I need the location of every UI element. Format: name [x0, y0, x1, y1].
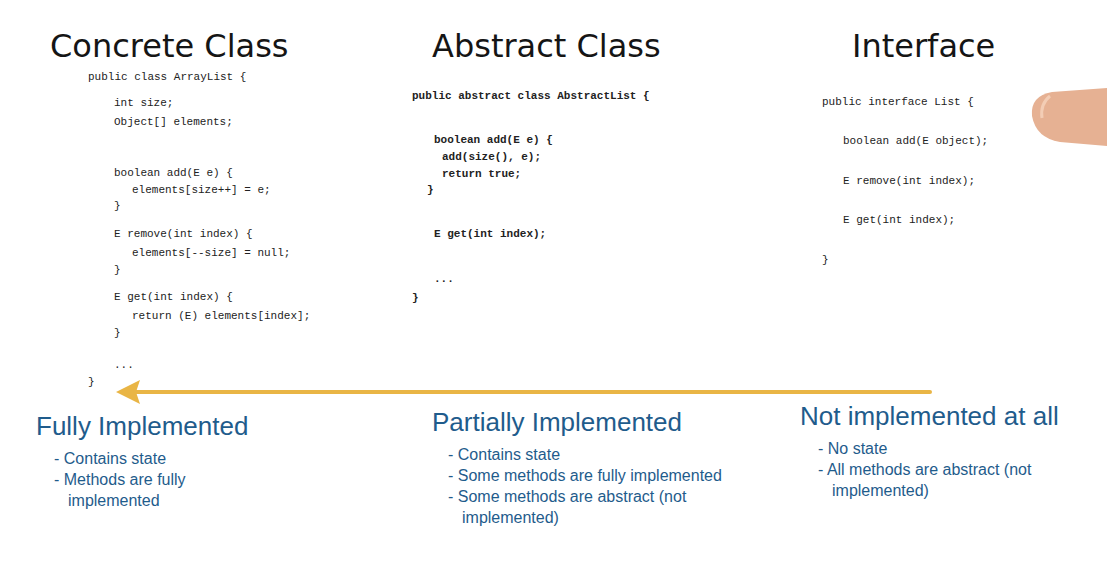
code-line: } — [412, 290, 419, 306]
code-line: } — [114, 325, 121, 341]
code-line: } — [88, 374, 95, 390]
arrow-head — [116, 380, 140, 404]
finger-nail — [1042, 96, 1050, 118]
code-line: add(size(), e); — [442, 149, 541, 165]
description-group: Fully Implemented - Contains state- Metho… — [36, 410, 266, 511]
direction-arrow — [132, 390, 930, 394]
description-heading: Fully Implemented — [36, 410, 266, 442]
code-line: public class ArrayList { — [88, 69, 246, 85]
description-group: Not implemented at all - No state- All me… — [800, 400, 1100, 501]
code-line: public abstract class AbstractList { — [412, 88, 650, 104]
code-line: boolean add(E e) { — [114, 165, 233, 181]
bullet-point: - Contains state — [54, 448, 244, 469]
column-title: Concrete Class — [50, 26, 289, 66]
code-line: E get(int index); — [434, 226, 546, 242]
description-heading: Partially Implemented — [432, 406, 772, 438]
bullet-point: - Contains state — [448, 444, 768, 465]
bullet-point: - No state — [818, 438, 1086, 459]
code-line: int size; — [114, 95, 173, 111]
code-line: } — [114, 198, 121, 214]
code-line: Object[] elements; — [114, 114, 233, 130]
code-line: } — [427, 182, 434, 198]
code-line: elements[--size] = null; — [132, 245, 290, 261]
code-line: E get(int index) { — [114, 289, 233, 305]
code-line: E remove(int index) { — [114, 226, 253, 242]
description-group: Partially Implemented- Contains state- S… — [432, 406, 772, 528]
finger — [1032, 88, 1107, 146]
code-line: public interface List { — [822, 94, 974, 110]
code-line: ... — [114, 357, 134, 373]
column-title: Abstract Class — [432, 26, 661, 66]
code-line: ... — [434, 271, 454, 287]
description-heading: Not implemented at all — [800, 400, 1100, 432]
bullet-list: - Contains state- Methods are fully impl… — [54, 448, 244, 511]
bullet-point: - Methods are fully implemented — [54, 469, 244, 511]
bullet-list: - No state- All methods are abstract (no… — [818, 438, 1086, 501]
bullet-list: - Contains state- Some methods are fully… — [448, 444, 768, 528]
code-line: return (E) elements[index]; — [132, 308, 310, 324]
bullet-point: - All methods are abstract (not implemen… — [818, 459, 1086, 501]
code-line: boolean add(E object); — [843, 133, 988, 149]
code-line: E get(int index); — [843, 212, 955, 228]
code-line: boolean add(E e) { — [434, 132, 553, 148]
column-title: Interface — [852, 26, 995, 66]
bullet-point: - Some methods are abstract (not impleme… — [448, 486, 768, 528]
code-line: E remove(int index); — [843, 173, 975, 189]
code-line: elements[size++] = e; — [132, 182, 271, 198]
code-line: } — [822, 252, 829, 268]
code-line: } — [114, 262, 121, 278]
bullet-point: - Some methods are fully implemented — [448, 465, 768, 486]
code-line: return true; — [442, 166, 521, 182]
